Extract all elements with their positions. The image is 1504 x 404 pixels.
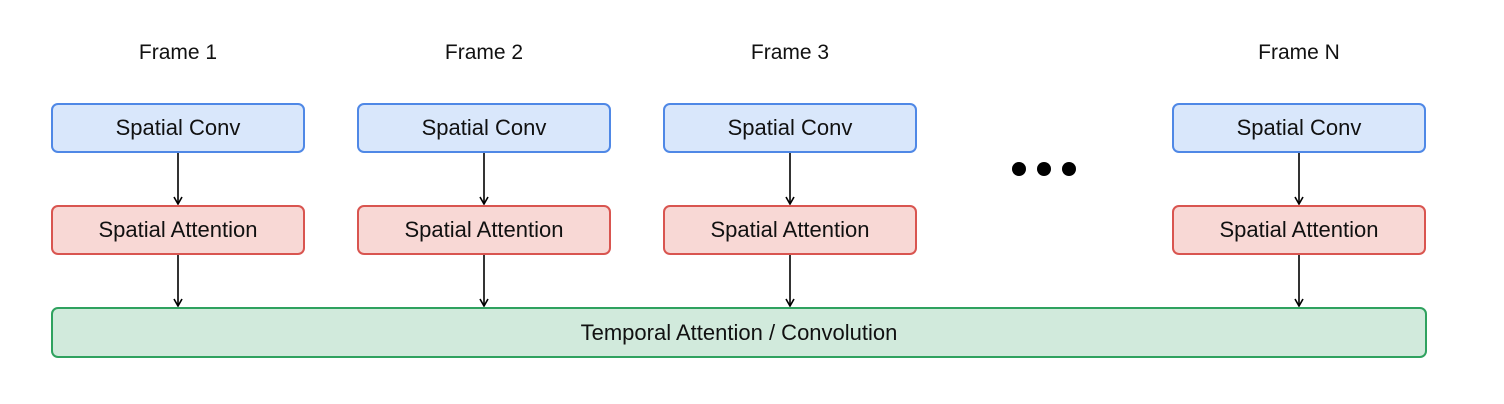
ellipsis-dot-1 [1012, 162, 1026, 176]
spatial-conv-box-frame-n: Spatial Conv [1172, 103, 1426, 153]
ellipsis-dot-3 [1062, 162, 1076, 176]
spatial-attention-label-frame-1: Spatial Attention [98, 217, 258, 242]
frame-title-n: Frame N [1258, 41, 1340, 64]
spatial-attention-label-frame-2: Spatial Attention [404, 217, 564, 242]
spatial-attention-label-frame-n: Spatial Attention [1219, 217, 1379, 242]
temporal-attention-convolution-label: Temporal Attention / Convolution [580, 319, 898, 345]
frame-title-1: Frame 1 [138, 41, 218, 64]
spatial-attention-box-frame-2: Spatial Attention [357, 205, 611, 255]
spatial-attention-box-frame-3: Spatial Attention [663, 205, 917, 255]
spatial-attention-box-frame-n: Spatial Attention [1172, 205, 1426, 255]
spatial-attention-label-frame-3: Spatial Attention [710, 217, 870, 242]
spatial-conv-box-frame-2: Spatial Conv [357, 103, 611, 153]
spatial-attention-box-frame-1: Spatial Attention [51, 205, 305, 255]
three-dots-ellipsis-icon [1008, 160, 1080, 180]
spatial-conv-box-frame-1: Spatial Conv [51, 103, 305, 153]
frame-title-2: Frame 2 [444, 41, 524, 64]
spatial-conv-label-frame-1: Spatial Conv [115, 115, 241, 140]
frame-title-3: Frame 3 [750, 41, 830, 64]
spatial-conv-label-frame-3: Spatial Conv [727, 115, 853, 140]
spatial-conv-label-frame-2: Spatial Conv [421, 115, 547, 140]
spatial-conv-label-frame-n: Spatial Conv [1236, 115, 1362, 140]
spatial-conv-box-frame-3: Spatial Conv [663, 103, 917, 153]
ellipsis-dot-2 [1037, 162, 1051, 176]
temporal-attention-convolution-box: Temporal Attention / Convolution [51, 307, 1427, 358]
